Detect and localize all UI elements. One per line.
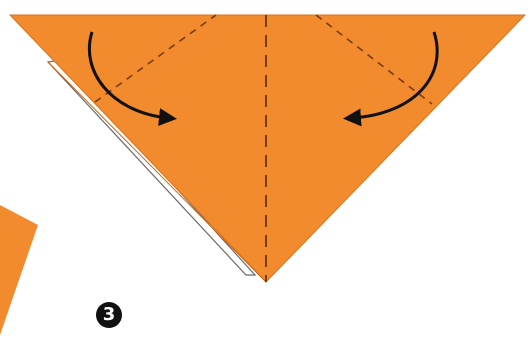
orange-paper-triangle	[10, 15, 525, 282]
previous-step-paper	[0, 205, 38, 335]
step-number-badge: 3	[96, 302, 122, 328]
